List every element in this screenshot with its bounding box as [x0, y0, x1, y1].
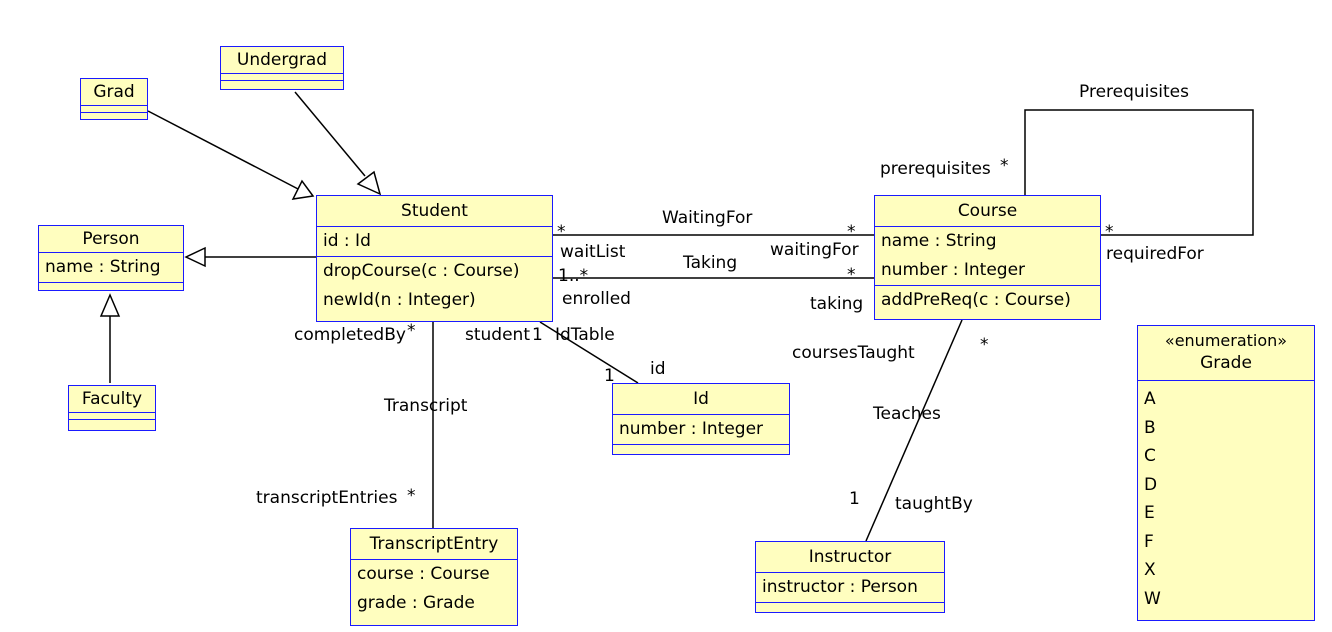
class-grade-enumeration[interactable]: «enumeration» Grade A B C D E F X W: [1137, 325, 1315, 621]
id-table-name: IdTable: [555, 325, 615, 345]
class-name: Course: [875, 196, 1100, 227]
grad-generalization-line: [147, 110, 301, 191]
prerequisites-line: [1024, 109, 1254, 236]
operation: newId(n : Integer): [323, 290, 476, 310]
enum-literal: A: [1144, 389, 1156, 409]
class-instructor[interactable]: Instructor instructor : Person: [755, 541, 945, 613]
id-role: id: [650, 359, 666, 379]
taught-by-role: taughtBy: [895, 494, 973, 514]
class-person[interactable]: Person name : String: [38, 225, 184, 291]
enrolled-multiplicity: 1..*: [558, 266, 589, 286]
required-for-multiplicity: *: [1105, 222, 1114, 242]
enum-literal: F: [1144, 531, 1154, 552]
person-generalization-arrow: [184, 246, 206, 268]
stereotype: «enumeration»: [1164, 331, 1288, 350]
transcript-entries-role: transcriptEntries: [256, 488, 398, 508]
undergrad-generalization-line: [294, 91, 366, 177]
class-grad[interactable]: Grad: [80, 78, 148, 120]
class-name: Grad: [81, 79, 147, 106]
grad-generalization-arrow: [291, 179, 315, 200]
student-role: student: [465, 325, 530, 345]
enum-literal: W: [1144, 588, 1161, 609]
transcript-name: Transcript: [384, 396, 468, 416]
id-multiplicity: 1: [604, 366, 615, 386]
class-name: Instructor: [756, 542, 944, 573]
attribute: name : String: [881, 231, 997, 251]
class-faculty[interactable]: Faculty: [68, 385, 156, 431]
class-transcript-entry[interactable]: TranscriptEntry course : Course grade : …: [350, 528, 518, 626]
class-name: Grade: [1200, 353, 1252, 373]
enum-literal: B: [1144, 417, 1156, 438]
enum-literal: E: [1144, 503, 1155, 523]
class-name: Undergrad: [221, 47, 343, 74]
faculty-generalization-arrow: [99, 293, 121, 317]
waiting-for-name: WaitingFor: [662, 208, 753, 228]
class-course[interactable]: Course name : String number : Integer ad…: [874, 195, 1101, 320]
attribute: instructor : Person: [762, 577, 918, 597]
attribute: grade : Grade: [357, 593, 475, 613]
class-id[interactable]: Id number : Integer: [612, 383, 790, 455]
student-multiplicity: 1: [532, 325, 543, 345]
taking-multiplicity: *: [847, 265, 856, 285]
enum-literal: D: [1144, 474, 1158, 495]
courses-taught-role: coursesTaught: [792, 343, 915, 363]
teaches-line: [865, 319, 963, 542]
class-name: Faculty: [69, 386, 155, 413]
taking-name: Taking: [683, 253, 738, 273]
transcript-entries-multiplicity: *: [407, 486, 416, 506]
class-name: Person: [39, 226, 183, 253]
undergrad-generalization-arrow: [356, 170, 382, 196]
taking-role: taking: [810, 294, 864, 314]
attribute: name : String: [45, 257, 161, 277]
prerequisites-multiplicity: *: [1000, 156, 1009, 176]
teaches-name: Teaches: [873, 404, 941, 424]
taught-by-multiplicity: 1: [849, 489, 860, 509]
class-student[interactable]: Student id : Id dropCourse(c : Course) n…: [316, 195, 553, 322]
wait-list-multiplicity: *: [557, 222, 566, 242]
courses-taught-multiplicity: *: [980, 335, 989, 355]
attribute: number : Integer: [619, 419, 764, 439]
waiting-for-role: waitingFor: [770, 240, 859, 260]
enum-literal: C: [1144, 446, 1156, 466]
class-name: TranscriptEntry: [351, 529, 517, 560]
prerequisites-role: prerequisites: [880, 159, 991, 179]
operation: dropCourse(c : Course): [323, 261, 520, 281]
enrolled-role: enrolled: [562, 289, 631, 309]
attribute: number : Integer: [881, 260, 1026, 280]
enum-literal: X: [1144, 560, 1156, 580]
prerequisites-name: Prerequisites: [1079, 82, 1189, 102]
class-undergrad[interactable]: Undergrad: [220, 46, 344, 90]
class-name: Id: [613, 384, 789, 415]
completed-by-role: completedBy: [294, 325, 406, 345]
class-name: Student: [317, 196, 552, 227]
attribute: id : Id: [323, 231, 371, 251]
operation: addPreReq(c : Course): [881, 290, 1071, 310]
id-table-line: [539, 321, 639, 384]
waiting-for-multiplicity: *: [847, 222, 856, 242]
attribute: course : Course: [357, 564, 490, 584]
wait-list-role: waitList: [560, 242, 626, 262]
required-for-role: requiredFor: [1106, 244, 1204, 264]
completed-by-multiplicity: *: [407, 321, 416, 341]
